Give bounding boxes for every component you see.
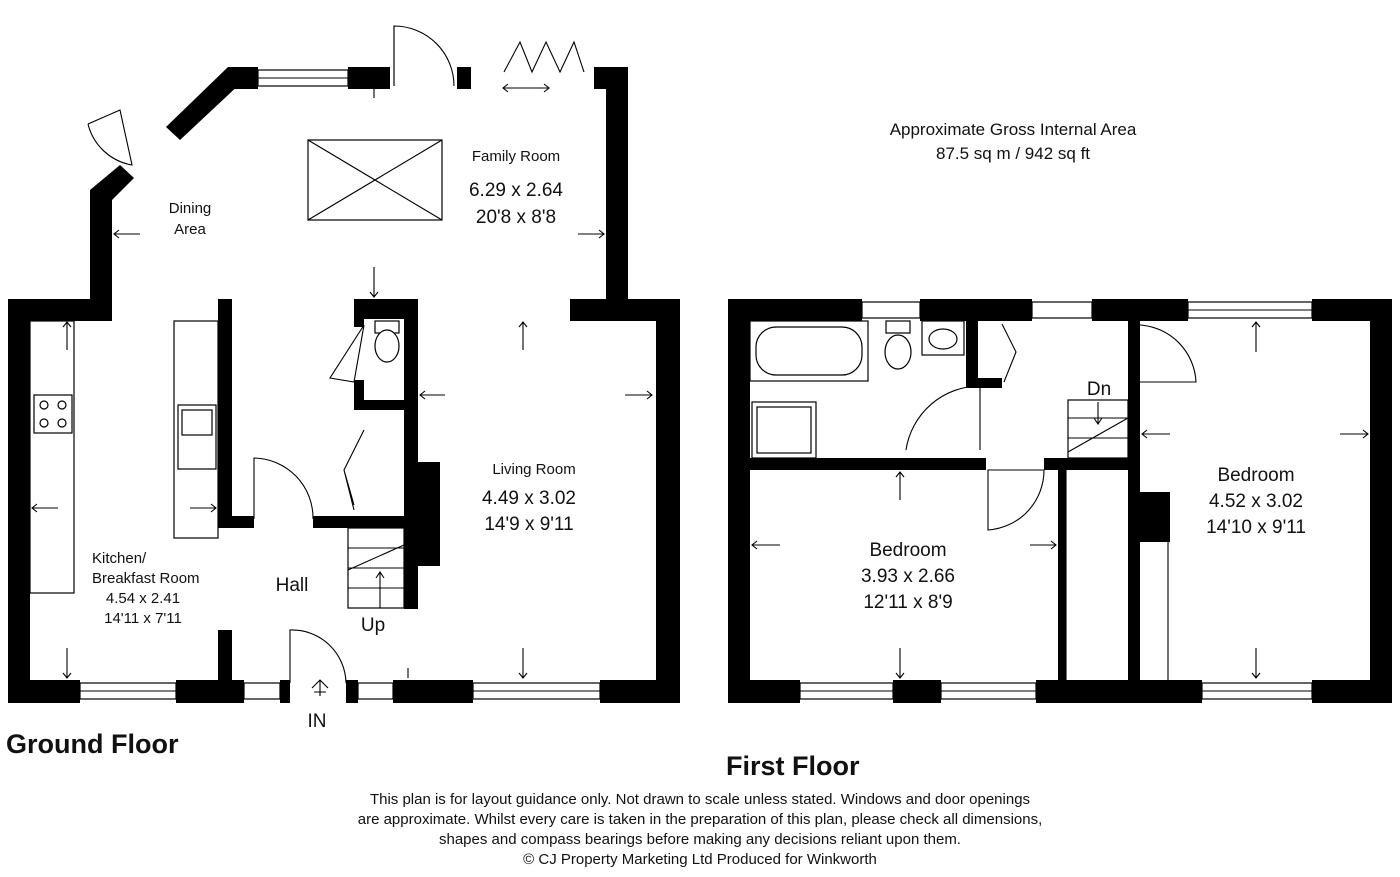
family-room-label: Family Room 6.29 x 2.64 20'8 x 8'8 bbox=[469, 148, 563, 228]
area-summary: Approximate Gross Internal Area 87.5 sq … bbox=[890, 120, 1137, 163]
first-floor-fixtures bbox=[749, 320, 1169, 680]
kitchen-name-line2: Breakfast Room bbox=[92, 570, 200, 587]
ground-floor-doors bbox=[87, 25, 585, 684]
ground-floor-internal-walls bbox=[218, 299, 440, 680]
bedroom-right-name: Bedroom bbox=[1217, 465, 1294, 486]
first-floor-dimension-arrows bbox=[751, 321, 1369, 679]
dining-area-name-line1: Dining bbox=[169, 200, 212, 217]
first-floor-doors bbox=[905, 323, 1197, 531]
area-title: Approximate Gross Internal Area bbox=[890, 120, 1137, 139]
living-room-imperial: 14'9 x 9'11 bbox=[484, 514, 573, 535]
dining-area-label: Dining Area bbox=[169, 200, 212, 238]
kitchen-metric: 4.54 x 2.41 bbox=[106, 590, 180, 607]
family-room-name: Family Room bbox=[472, 148, 560, 165]
area-value: 87.5 sq m / 942 sq ft bbox=[936, 144, 1090, 163]
first-floor-internal-walls bbox=[750, 321, 1170, 680]
bedroom-right-metric: 4.52 x 3.02 bbox=[1209, 491, 1303, 512]
kitchen-label: Kitchen/ Breakfast Room 4.54 x 2.41 14'1… bbox=[92, 550, 200, 627]
disclaimer-line-1: This plan is for layout guidance only. N… bbox=[369, 791, 1031, 808]
family-room-imperial: 20'8 x 8'8 bbox=[476, 207, 556, 228]
dining-area-name-line2: Area bbox=[174, 221, 206, 238]
living-room-metric: 4.49 x 3.02 bbox=[482, 488, 576, 509]
disclaimer-line-3: shapes and compass bearings before makin… bbox=[439, 831, 961, 848]
disclaimer-line-2: are approximate. Whilst every care is ta… bbox=[357, 811, 1043, 828]
stairs-down-label: Dn bbox=[1087, 379, 1111, 400]
ground-floor-plan bbox=[8, 25, 680, 703]
ground-floor-walls bbox=[8, 67, 680, 703]
entrance-label: IN bbox=[308, 711, 327, 732]
first-floor-windows bbox=[799, 301, 1313, 700]
first-floor-title: First Floor bbox=[726, 751, 860, 781]
kitchen-imperial: 14'11 x 7'11 bbox=[104, 610, 182, 627]
first-floor-walls bbox=[728, 299, 1392, 703]
disclaimer: This plan is for layout guidance only. N… bbox=[0, 790, 1400, 870]
ground-floor-fixtures bbox=[29, 139, 443, 696]
ground-floor-title: Ground Floor bbox=[6, 729, 179, 759]
family-room-metric: 6.29 x 2.64 bbox=[469, 180, 563, 201]
disclaimer-line-4: © CJ Property Marketing Ltd Produced for… bbox=[523, 851, 877, 868]
hall-label: Hall bbox=[276, 575, 309, 596]
bedroom-front-metric: 3.93 x 2.66 bbox=[861, 566, 955, 587]
first-floor-plan bbox=[728, 299, 1392, 703]
stairs-up-label: Up bbox=[361, 615, 385, 636]
bedroom-right-label: Bedroom 4.52 x 3.02 14'10 x 9'11 bbox=[1206, 465, 1306, 538]
ground-floor-windows bbox=[79, 69, 601, 700]
ground-floor-dimension-arrows bbox=[31, 76, 653, 679]
bedroom-front-imperial: 12'11 x 8'9 bbox=[863, 592, 952, 613]
living-room-name: Living Room bbox=[492, 461, 575, 478]
bedroom-front-label: Bedroom 3.93 x 2.66 12'11 x 8'9 bbox=[861, 540, 955, 613]
living-room-label: Living Room 4.49 x 3.02 14'9 x 9'11 bbox=[482, 461, 576, 535]
bedroom-front-name: Bedroom bbox=[869, 540, 946, 561]
kitchen-name-line1: Kitchen/ bbox=[92, 550, 147, 567]
bedroom-right-imperial: 14'10 x 9'11 bbox=[1206, 517, 1306, 538]
